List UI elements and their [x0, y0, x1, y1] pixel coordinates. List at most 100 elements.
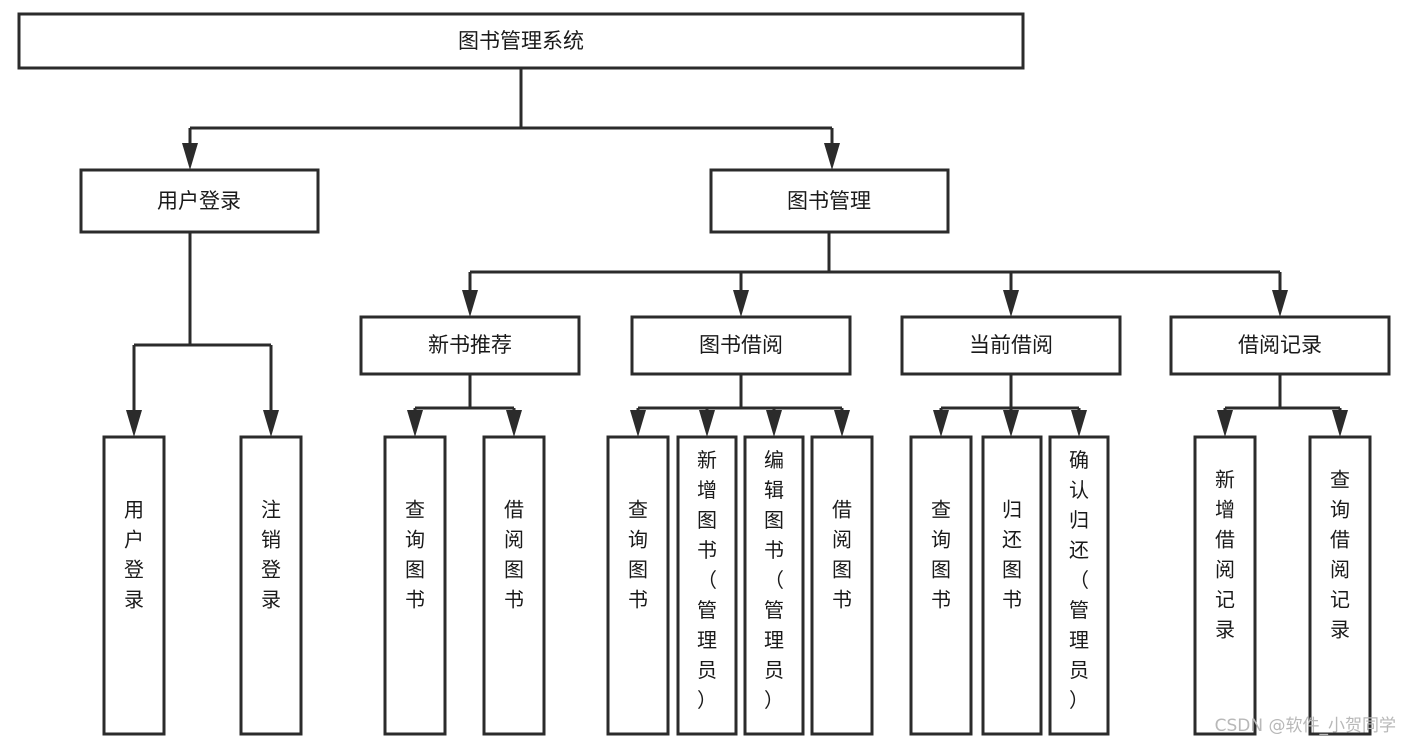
leaf-node[interactable]: 借阅图书	[482, 435, 546, 736]
leaf-node-box	[981, 435, 1043, 736]
leaf-node-box	[676, 435, 738, 736]
leaf-node[interactable]: 查询图书	[606, 435, 670, 736]
leaf-label-char: 书	[628, 588, 648, 612]
leaf-label-char: 图	[931, 558, 951, 582]
leaf-label-char: 图	[764, 508, 784, 532]
leaf-node-label: 编辑图书（管理员）	[764, 448, 784, 712]
node-book-borrow-box	[630, 315, 852, 376]
leaf-label-char: 询	[405, 528, 425, 552]
leaf-label-char: （	[1069, 568, 1089, 592]
leaf-node-label: 用户登录	[124, 498, 144, 612]
leaf-label-char: 用	[124, 498, 144, 522]
leaf-label-char: 图	[1002, 558, 1022, 582]
leaf-label-char: 录	[261, 588, 281, 612]
node-borrow-record[interactable]: 借阅记录	[1169, 315, 1391, 376]
leaf-node[interactable]: 确认归还（管理员）	[1048, 435, 1110, 736]
leaf-label-char: 查	[931, 498, 951, 522]
node-new-book-recommend-label: 新书推荐	[428, 333, 512, 357]
leaf-label-char: （	[697, 568, 717, 592]
leaf-label-char: 理	[697, 628, 717, 652]
leaf-label-char: ）	[1069, 688, 1089, 712]
leaf-label-char: 新	[697, 448, 717, 472]
arrow-head-leaf-query-book-3	[933, 410, 949, 437]
connector-new-book-recommend-branch	[413, 374, 516, 422]
leaf-node[interactable]: 借阅图书	[810, 435, 874, 736]
leaf-node-label: 借阅图书	[504, 498, 524, 612]
leaf-label-char: 阅	[832, 528, 852, 552]
arrow-head-leaf-add-record	[1217, 410, 1233, 437]
arrow-head-leaf-borrow-book-2	[834, 410, 850, 437]
leaf-label-char: 管	[1069, 598, 1089, 622]
leaf-label-char: 员	[1069, 658, 1089, 682]
leaf-label-char: 书	[832, 588, 852, 612]
leaf-node[interactable]: 用户登录	[102, 435, 166, 736]
leaf-label-char: 登	[124, 558, 144, 582]
leaf-label-char: 销	[261, 528, 281, 552]
leaf-label-char: （	[764, 568, 784, 592]
leaf-node-box	[743, 435, 805, 736]
connector-group-book-borrow-children	[630, 374, 850, 437]
leaf-node[interactable]: 新增借阅记录	[1193, 435, 1257, 736]
node-book-management-label: 图书管理	[787, 189, 871, 213]
leaf-label-char: 增	[1215, 498, 1235, 522]
leaf-label-char: 借	[1215, 528, 1235, 552]
leaf-node-box	[606, 435, 670, 736]
node-root-system[interactable]: 图书管理系统	[17, 12, 1025, 70]
leaf-node-layer: 用户登录注销登录查询图书借阅图书查询图书新增图书（管理员）编辑图书（管理员）借阅…	[102, 435, 1372, 736]
leaf-node[interactable]: 注销登录	[239, 435, 303, 736]
node-user-login-label: 用户登录	[157, 189, 241, 213]
leaf-label-char: 归	[1002, 498, 1022, 522]
node-current-borrow-label: 当前借阅	[969, 333, 1053, 357]
leaf-node-label: 查询图书	[405, 498, 425, 612]
arrow-head-to-book-management	[824, 143, 840, 170]
arrow-head-to-borrow-record	[1272, 290, 1288, 317]
leaf-node-label: 确认归还（管理员）	[1069, 448, 1089, 712]
node-book-borrow[interactable]: 图书借阅	[630, 315, 852, 376]
connector-book-management-branch	[468, 232, 1282, 302]
node-book-management[interactable]: 图书管理	[709, 168, 950, 234]
leaf-label-char: 书	[931, 588, 951, 612]
arrow-head-leaf-add-book	[699, 410, 715, 437]
leaf-node[interactable]: 新增图书（管理员）	[676, 435, 738, 736]
leaf-node[interactable]: 查询图书	[909, 435, 973, 736]
leaf-node-box	[909, 435, 973, 736]
leaf-label-char: 阅	[1215, 558, 1235, 582]
leaf-label-char: 注	[261, 498, 281, 522]
leaf-label-char: 图	[832, 558, 852, 582]
leaf-label-char: 书	[697, 538, 717, 562]
connector-user-login-branch	[132, 232, 273, 422]
node-new-book-recommend[interactable]: 新书推荐	[359, 315, 581, 376]
connector-group-root-to-level2	[182, 68, 840, 170]
leaf-node[interactable]: 编辑图书（管理员）	[743, 435, 805, 736]
node-borrow-record-label: 借阅记录	[1238, 333, 1322, 357]
connector-group-user-login-children	[126, 232, 279, 437]
leaf-node-box	[1193, 435, 1257, 736]
leaf-label-char: 新	[1215, 468, 1235, 492]
leaf-node-label: 查询图书	[931, 498, 951, 612]
leaf-label-char: 录	[124, 588, 144, 612]
leaf-label-char: 员	[764, 658, 784, 682]
connector-group-current-borrow-children	[933, 374, 1087, 437]
leaf-label-char: 借	[504, 498, 524, 522]
leaf-node-box	[810, 435, 874, 736]
node-user-login[interactable]: 用户登录	[79, 168, 320, 234]
leaf-label-char: 增	[697, 478, 717, 502]
csdn-watermark: CSDN @软件_小贺同学	[1215, 716, 1396, 736]
node-current-borrow[interactable]: 当前借阅	[900, 315, 1122, 376]
leaf-node-label: 归还图书	[1002, 498, 1022, 612]
leaf-label-char: 询	[931, 528, 951, 552]
leaf-node[interactable]: 查询图书	[383, 435, 447, 736]
leaf-node-label: 注销登录	[261, 498, 281, 612]
leaf-label-char: 还	[1069, 538, 1089, 562]
leaf-label-char: 认	[1069, 478, 1089, 502]
leaf-node-box	[383, 435, 447, 736]
leaf-node[interactable]: 归还图书	[981, 435, 1043, 736]
leaf-node[interactable]: 查询借阅记录	[1308, 435, 1372, 736]
node-new-book-recommend-box	[359, 315, 581, 376]
arrow-head-to-book-borrow	[733, 290, 749, 317]
connector-root-branch	[188, 68, 834, 155]
leaf-label-char: 借	[832, 498, 852, 522]
leaf-node-box	[1308, 435, 1372, 736]
leaf-label-char: 查	[628, 498, 648, 522]
